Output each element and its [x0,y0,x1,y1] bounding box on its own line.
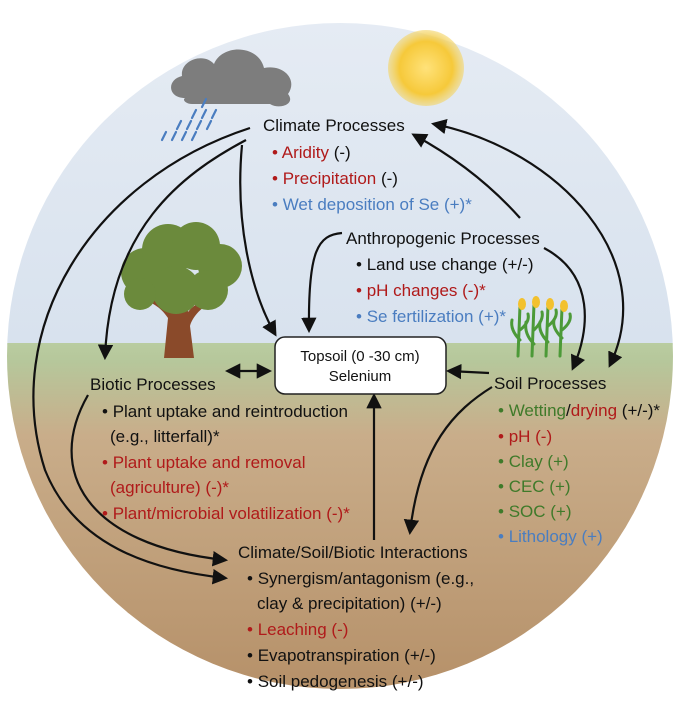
arrow-anthropogenic-to-climate [411,133,521,219]
soil-title: Soil Processes [494,374,606,393]
arrow-soil-to-topsoil [445,363,490,380]
topsoil-title: Topsoil (0 -30 cm) [300,348,419,365]
arrow-climate-to-biotic [97,139,247,361]
biotic-item: • Plant uptake and removal [102,453,305,472]
biotic-item: • Plant/microbial volatilization (-)* [102,504,350,523]
arrow-soil-to-interactions [403,386,493,536]
biotic-processes-group: Biotic Processes • Plant uptake and rein… [90,375,350,523]
topsoil-box: Topsoil (0 -30 cm) Selenium [274,336,447,395]
soil-item: • Lithology (+) [498,527,603,546]
climate-title: Climate Processes [263,116,405,135]
interactions-item: • Soil pedogenesis (+/-) [247,672,424,691]
arrow-climate-to-topsoil [239,144,277,337]
biotic-item-cont: (e.g., litterfall)* [110,427,220,446]
climate-item: • Precipitation (-) [272,169,398,188]
tree-icon [121,222,242,358]
interactions-title: Climate/Soil/Biotic Interactions [238,543,468,562]
soil-item: • SOC (+) [498,502,572,521]
biotic-title: Biotic Processes [90,375,216,394]
rain-cloud-icon [160,49,292,142]
biotic-item: • Plant uptake and reintroduction [102,402,348,421]
interactions-group: Climate/Soil/Biotic Interactions • Syner… [238,543,474,691]
arrow-anthropogenic-to-soil [543,247,586,371]
arrow-anthropogenic-to-topsoil [301,231,343,334]
soil-item-wetting: • Wetting/drying (+/-)* [498,401,660,420]
soil-item: • pH (-) [498,427,552,446]
anthropogenic-item: • Land use change (+/-) [356,255,534,274]
climate-item: • Wet deposition of Se (+)* [272,195,472,214]
climate-item: • Aridity (-) [272,143,351,162]
soil-item: • CEC (+) [498,477,571,496]
arrows [32,118,625,585]
biotic-item-cont: (agriculture) (-)* [110,478,229,497]
interactions-item: • Evapotranspiration (+/-) [247,646,436,665]
soil-item: • Clay (+) [498,452,569,471]
sun-icon [388,30,464,106]
anthropogenic-item: • pH changes (-)* [356,281,486,300]
climate-processes-group: Climate Processes • Aridity (-) • Precip… [263,116,472,214]
soil-processes-group: Soil Processes • Wetting/drying (+/-)* •… [494,374,660,546]
interactions-item-cont: clay & precipitation) (+/-) [257,594,442,613]
topsoil-subtitle: Selenium [329,368,392,385]
anthropogenic-item: • Se fertilization (+)* [356,307,506,326]
arrow-climate-soil [430,118,625,368]
interactions-item: • Leaching (-) [247,620,348,639]
anthropogenic-title: Anthropogenic Processes [346,229,540,248]
interactions-item: • Synergism/antagonism (e.g., [247,569,474,588]
anthropogenic-processes-group: Anthropogenic Processes • Land use chang… [346,229,540,326]
arrow-climate-to-interactions [32,126,251,585]
arrow-biotic-to-interactions [70,394,229,567]
